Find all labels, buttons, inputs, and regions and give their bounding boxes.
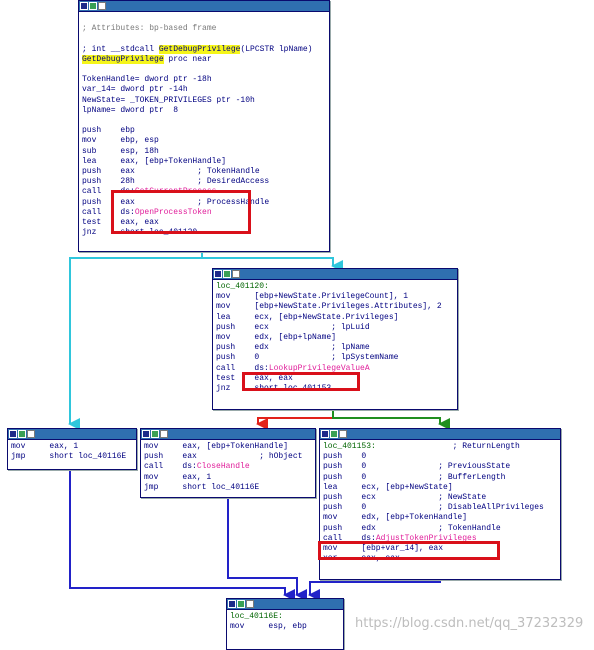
local-var: var_14= dword ptr -14h xyxy=(82,85,188,95)
instruction: push ebp xyxy=(82,126,135,136)
import-closehandle[interactable]: CloseHandle xyxy=(196,462,250,472)
node-titlebar xyxy=(227,599,343,610)
code-icon[interactable] xyxy=(237,600,245,608)
instruction-call: call ds:CloseHandle xyxy=(144,462,250,472)
node-code: mov eax, [ebp+TokenHandle] push eax ; hO… xyxy=(141,440,315,495)
instruction: lea ecx, [ebp+NewState.Privileges] xyxy=(216,312,399,322)
list-icon[interactable] xyxy=(160,430,168,438)
list-icon[interactable] xyxy=(232,270,240,278)
import-openprocesstoken[interactable]: OpenProcessToken xyxy=(134,207,212,217)
block-label: loc_401120: xyxy=(216,282,269,291)
instruction: sub esp, 18h xyxy=(82,146,159,156)
node-titlebar xyxy=(213,269,457,280)
instruction: lea eax, [ebp+TokenHandle] xyxy=(82,156,227,166)
instruction: mov [ebp+NewState.Privileges.Attributes]… xyxy=(216,302,442,312)
graph-icon[interactable] xyxy=(214,270,222,278)
instruction: push edx ; lpName xyxy=(216,343,370,353)
watermark: https://blog.csdn.net/qq_37232329 xyxy=(355,616,584,631)
instruction: jmp short loc_40116E xyxy=(11,452,127,462)
edge-block2-to-block5 xyxy=(332,408,450,430)
graph-node-loc-40116e[interactable]: loc_40116E: mov esp, ebp xyxy=(226,598,344,650)
node-code: mov eax, 1 jmp short loc_40116E xyxy=(8,440,136,464)
instruction: mov edx, [ebp+TokenHandle] xyxy=(323,513,468,523)
instruction: test eax, eax xyxy=(216,373,293,383)
instruction: push 0 ; BufferLength xyxy=(323,472,506,482)
instruction: push 0 ; DisableAllPrivileges xyxy=(323,503,544,513)
prototype-line: ; int __stdcall GetDebugPrivilege(LPCSTR… xyxy=(82,44,313,54)
instruction: mov eax, [ebp+TokenHandle] xyxy=(144,442,289,451)
list-icon[interactable] xyxy=(98,2,106,10)
instruction-call: call ds:AdjustTokenPrivileges xyxy=(323,533,477,543)
node-titlebar xyxy=(141,429,315,440)
node-titlebar xyxy=(8,429,136,440)
local-var: lpName= dword ptr 8 xyxy=(82,105,179,115)
node-titlebar xyxy=(79,1,329,12)
list-icon[interactable] xyxy=(339,430,347,438)
edge-block1-to-block3 xyxy=(68,251,203,430)
instruction: push ecx ; NewState xyxy=(323,493,487,503)
instruction: test eax, eax xyxy=(82,218,159,228)
graph-icon[interactable] xyxy=(321,430,329,438)
edge-block2-to-block4 xyxy=(256,408,334,430)
instruction-call: call ds:LookupPrivilegeValueA xyxy=(216,363,370,373)
instruction: push eax ; TokenHandle xyxy=(82,167,260,177)
instruction: push eax ; ProcessHandle xyxy=(82,197,270,207)
code-icon[interactable] xyxy=(330,430,338,438)
graph-node-close-handle[interactable]: mov eax, [ebp+TokenHandle] push eax ; hO… xyxy=(140,428,316,498)
local-var: NewState= _TOKEN_PRIVILEGES ptr -10h xyxy=(82,95,255,105)
instruction: mov eax, 1 xyxy=(144,472,212,482)
import-adjusttokenprivileges[interactable]: AdjustTokenPrivileges xyxy=(375,533,477,543)
instruction: push 0 xyxy=(323,452,367,462)
instruction-call: call ds:OpenProcessToken xyxy=(82,207,212,217)
instruction: push ecx ; lpLuid xyxy=(216,322,370,332)
block-label: loc_40116E: xyxy=(230,612,283,621)
code-icon[interactable] xyxy=(18,430,26,438)
instruction: lea ecx, [ebp+NewState] xyxy=(323,482,453,492)
edge-block4-to-block6 xyxy=(227,496,307,601)
node-titlebar xyxy=(320,429,560,440)
highlight-box-lookup-call xyxy=(242,372,360,391)
code-icon[interactable] xyxy=(223,270,231,278)
instruction: mov eax, 1 xyxy=(11,442,79,451)
instruction: push eax ; hObject xyxy=(144,452,303,462)
local-var: TokenHandle= dword ptr -18h xyxy=(82,75,212,85)
edge-block3-to-block6 xyxy=(69,468,295,601)
graph-node-return-one[interactable]: mov eax, 1 jmp short loc_40116E xyxy=(7,428,137,470)
import-lookupprivilegevaluea[interactable]: LookupPrivilegeValueA xyxy=(268,363,370,373)
instruction: push 28h ; DesiredAccess xyxy=(82,177,270,187)
proc-line: GetDebugPrivilege proc near xyxy=(82,54,212,64)
code-icon[interactable] xyxy=(151,430,159,438)
list-icon[interactable] xyxy=(246,600,254,608)
instruction: mov ebp, esp xyxy=(82,136,159,146)
highlight-box-process-calls xyxy=(111,190,251,234)
graph-icon[interactable] xyxy=(9,430,17,438)
highlight-box-adjust-call xyxy=(318,541,500,560)
instruction: push edx ; TokenHandle xyxy=(323,523,501,533)
instruction: jmp short loc_40116E xyxy=(144,482,260,492)
edge-block1-to-block2 xyxy=(201,251,343,272)
block-label-line: loc_401153: ; ReturnLength xyxy=(323,442,520,451)
node-code: loc_40116E: mov esp, ebp xyxy=(227,610,343,634)
instruction: mov esp, ebp xyxy=(230,622,307,632)
graph-icon[interactable] xyxy=(142,430,150,438)
edge-block5-to-block6 xyxy=(308,578,441,601)
instruction: mov [ebp+NewState.PrivilegeCount], 1 xyxy=(216,292,409,302)
instruction: mov [ebp+var_14], eax xyxy=(323,544,444,554)
list-icon[interactable] xyxy=(27,430,35,438)
code-icon[interactable] xyxy=(89,2,97,10)
instruction: mov edx, [ebp+lpName] xyxy=(216,333,337,343)
graph-icon[interactable] xyxy=(80,2,88,10)
graph-icon[interactable] xyxy=(228,600,236,608)
instruction: push 0 ; PreviousState xyxy=(323,462,511,472)
attributes-comment: ; Attributes: bp-based frame xyxy=(82,24,217,34)
instruction: push 0 ; lpSystemName xyxy=(216,353,399,363)
